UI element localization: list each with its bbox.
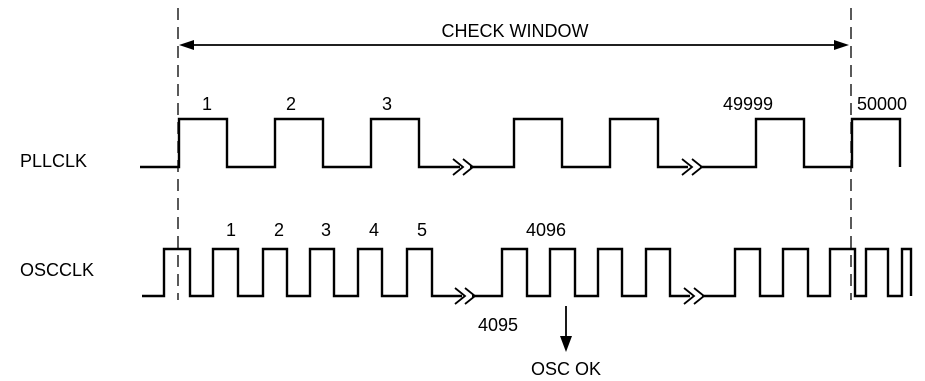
pll-count-49999: 49999	[723, 94, 773, 114]
osc-count-3: 3	[321, 220, 331, 240]
osc-count-4: 4	[369, 220, 379, 240]
oscclk-label: OSCCLK	[20, 260, 94, 280]
oscclk-segment-end	[702, 247, 913, 298]
pllclk-segment-start	[140, 117, 460, 169]
pll-count-2: 2	[286, 94, 296, 114]
pllclk-segment-middle	[470, 117, 688, 169]
pll-count-3: 3	[382, 94, 392, 114]
osc-count-4095: 4095	[478, 315, 518, 335]
osc-count-5: 5	[417, 220, 427, 240]
osc-ok-label: OSC OK	[531, 359, 601, 379]
pllclk-label: PLLCLK	[20, 151, 87, 171]
oscclk-waveform	[142, 247, 913, 305]
pllclk-segment-end	[700, 117, 902, 169]
osc-count-4096: 4096	[526, 220, 566, 240]
pll-count-1: 1	[202, 94, 212, 114]
oscclk-segment-middle	[472, 247, 690, 298]
osc-count-2: 2	[274, 220, 284, 240]
check-window-label: CHECK WINDOW	[442, 21, 589, 41]
oscclk-segment-start	[142, 247, 462, 298]
osc-ok-arrow	[560, 306, 572, 352]
pll-count-50000: 50000	[857, 94, 907, 114]
osc-count-1: 1	[226, 220, 236, 240]
check-window-arrow	[179, 40, 849, 50]
pllclk-waveform	[140, 117, 902, 176]
